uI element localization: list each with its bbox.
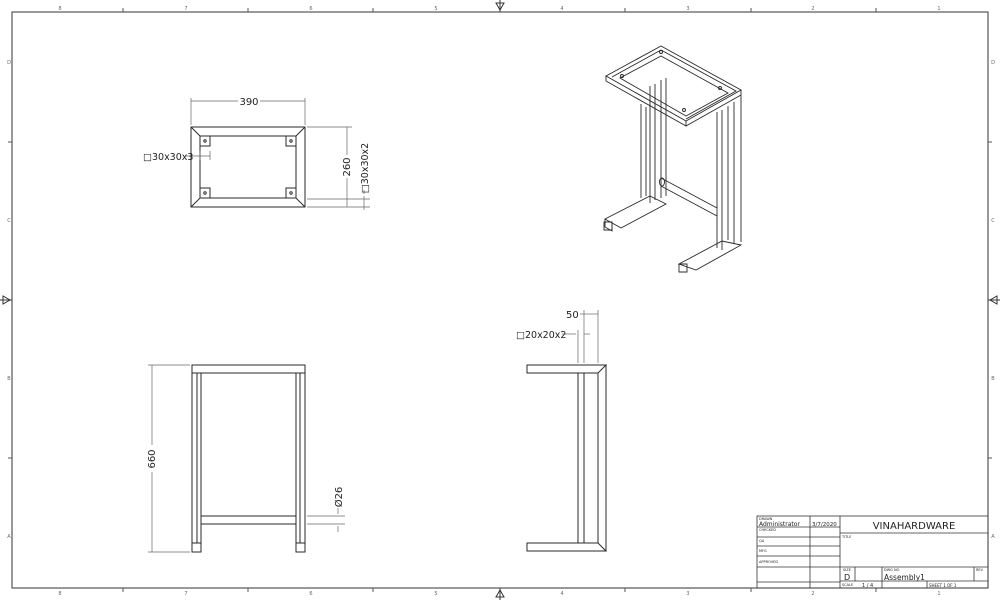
front-view-dimensions xyxy=(148,364,345,553)
scale-value: 1 / 4 xyxy=(862,583,873,589)
drawn-date: 3/7/2020 xyxy=(812,522,837,528)
svg-text:6: 6 xyxy=(309,591,312,597)
leg-profile-label: □20x20x2 xyxy=(516,330,566,341)
svg-text:1: 1 xyxy=(937,6,940,12)
svg-text:3: 3 xyxy=(686,6,689,12)
width-dimension: 390 xyxy=(239,97,258,108)
side-view xyxy=(526,364,608,552)
svg-text:4: 4 xyxy=(560,591,563,597)
zone-labels: 8 7 6 5 4 3 2 1 8 7 6 5 4 3 2 1 D C B A … xyxy=(7,6,995,597)
svg-text:5: 5 xyxy=(434,591,437,597)
svg-text:MFG: MFG xyxy=(759,549,767,553)
svg-text:4: 4 xyxy=(560,6,563,12)
svg-text:A: A xyxy=(991,534,995,540)
company-name: VINAHARDWARE xyxy=(873,521,956,532)
isometric-view xyxy=(603,45,743,273)
height-dimension: 660 xyxy=(147,449,158,468)
top-view-dim-text: 390 □30x30x3 260 □30x30x2 xyxy=(143,97,371,193)
svg-text:5: 5 xyxy=(434,6,437,12)
sheet-number: SHEET 1 OF 1 xyxy=(929,583,957,588)
svg-text:TITLE: TITLE xyxy=(841,535,851,539)
svg-text:REV: REV xyxy=(976,568,984,572)
side-profile-label: □30x30x2 xyxy=(360,143,371,193)
zone-markers-top xyxy=(8,8,992,592)
title-block-text: DRAWN Administrator 3/7/2020 CHECKED QA … xyxy=(759,517,984,589)
svg-text:B: B xyxy=(7,376,11,382)
svg-text:A: A xyxy=(7,534,11,540)
svg-text:B: B xyxy=(991,376,995,382)
drawn-by: Administrator xyxy=(759,521,800,528)
svg-text:2: 2 xyxy=(811,6,814,12)
svg-text:DWG NO: DWG NO xyxy=(884,568,900,572)
frame-profile-label: □30x30x3 xyxy=(143,152,193,163)
rod-diameter-label: Ø26 xyxy=(333,487,345,508)
svg-text:8: 8 xyxy=(58,6,61,12)
svg-text:6: 6 xyxy=(309,6,312,12)
sheet-size: D xyxy=(844,573,850,582)
svg-text:QA: QA xyxy=(759,539,765,543)
svg-text:APPROVED: APPROVED xyxy=(759,560,778,564)
svg-text:7: 7 xyxy=(184,591,187,597)
svg-text:D: D xyxy=(991,60,995,66)
depth-dimension: 260 xyxy=(342,157,353,176)
svg-text:3: 3 xyxy=(686,591,689,597)
svg-text:CHECKED: CHECKED xyxy=(759,528,776,532)
svg-text:2: 2 xyxy=(811,591,814,597)
top-view xyxy=(190,126,306,208)
svg-text:1: 1 xyxy=(937,591,940,597)
side-view-dimensions xyxy=(562,310,599,363)
top-view-dimensions xyxy=(186,98,370,210)
svg-text:7: 7 xyxy=(184,6,187,12)
front-view-dim-text: 660 Ø26 xyxy=(147,449,345,507)
drawing-number: Assembly1 xyxy=(884,573,925,582)
svg-text:C: C xyxy=(7,218,11,224)
svg-text:C: C xyxy=(991,218,995,224)
sheet-border xyxy=(11,11,989,589)
title-block xyxy=(756,515,989,589)
svg-text:8: 8 xyxy=(58,591,61,597)
side-view-dim-text: 50 □20x20x2 xyxy=(516,310,579,341)
svg-text:D: D xyxy=(7,60,11,66)
svg-text:SIZE: SIZE xyxy=(843,568,851,572)
svg-text:DRAWN: DRAWN xyxy=(759,517,773,521)
offset-dimension: 50 xyxy=(566,310,579,321)
svg-text:SCALE: SCALE xyxy=(842,583,853,587)
front-view xyxy=(191,364,306,553)
